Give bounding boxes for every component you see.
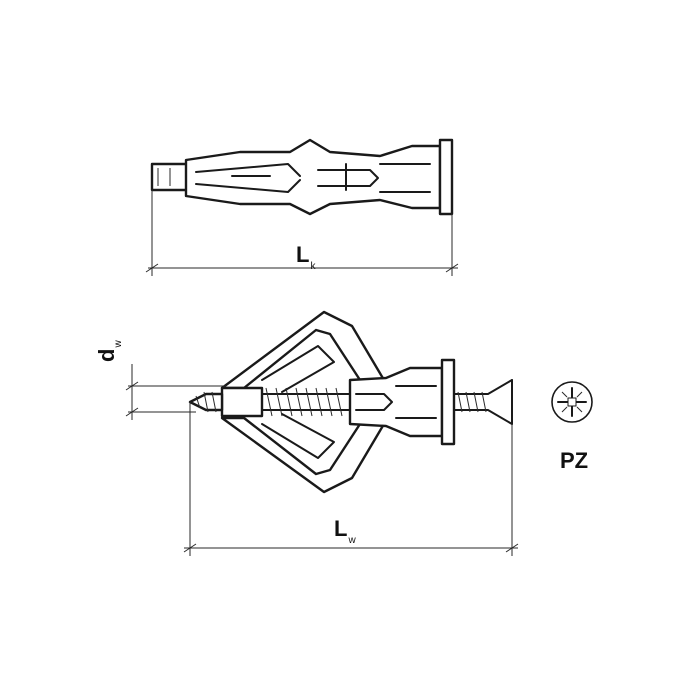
label-lk: Lk — [296, 242, 315, 272]
dimension-dw — [125, 364, 226, 420]
collapsed-anchor — [150, 138, 454, 216]
label-lk-main: L — [296, 242, 310, 267]
dimension-lk — [145, 190, 459, 276]
label-lk-sub: k — [310, 261, 316, 272]
pozidriv-icon — [551, 381, 593, 423]
label-dw-main: d — [94, 348, 119, 362]
label-lw-main: L — [334, 516, 348, 541]
drive-type-label: PZ — [560, 448, 589, 473]
label-lw-sub: w — [348, 535, 356, 546]
dimension-lw — [183, 402, 519, 556]
label-lw: Lw — [334, 516, 356, 546]
label-dw-sub: w — [113, 340, 124, 348]
screw — [188, 379, 513, 425]
label-dw: dw — [94, 340, 124, 362]
expanded-anchor — [220, 310, 456, 494]
